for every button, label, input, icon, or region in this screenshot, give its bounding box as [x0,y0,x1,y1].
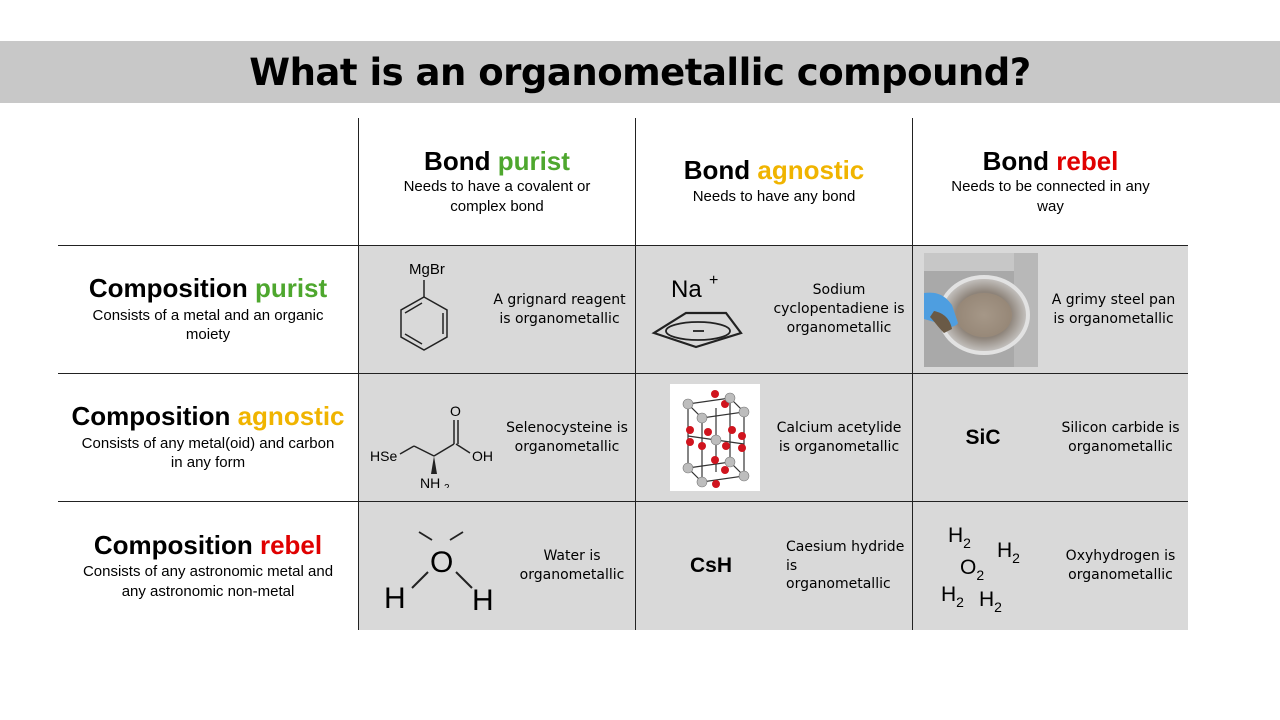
cell-caption: Silicon carbide is organometallic [1061,419,1180,455]
selenocysteine-structure: HSe O OH NH 2 [359,388,499,488]
structure-label-o: O [430,546,453,579]
row-header-word: Composition [71,401,231,432]
structure-label-na: Na [671,276,702,303]
title-bar: What is an organometallic compound? [0,41,1280,103]
cell-silicon-carbide: SiC Silicon carbide is organometallic [912,374,1188,502]
cyclopentadienyl-anion-structure: Na + [636,255,766,365]
structure-label-h: H [472,584,494,616]
cell-water: O H H Water is organometallic [358,502,635,630]
structure-label-nh: NH [420,475,440,488]
column-header-bond-purist: Bond purist Needs to have a covalent or … [358,118,635,246]
column-header-description: Needs to have a covalent or complex bond [403,178,591,215]
gas-molecules-formulas: H2 H2 O2 H2 H2 [913,511,1053,621]
structure-label-hse: HSe [370,448,397,464]
cell-calcium-acetylide: Calcium acetylide is organometallic [635,374,912,502]
structure-label-charge: + [709,272,718,289]
structure-label-oh: OH [472,448,493,464]
cell-caesium-hydride: CsH Caesium hydride is organometallic [635,502,912,630]
column-header-word: Bond [683,155,751,186]
column-header-word: Bond [982,145,1050,176]
formula-h2: H2 [979,588,1002,615]
water-molecule-structure: O H H [359,516,509,616]
phenyl-magnesium-bromide-structure: MgBr [359,255,484,365]
column-header-qualifier: purist [497,145,570,176]
corner-cell [58,118,358,246]
formula-sic: SiC [965,425,1001,449]
cell-caption: Caesium hydride is organometallic [786,538,905,593]
page-title: What is an organometallic compound? [249,50,1031,94]
row-header-qualifier: agnostic [237,401,345,432]
column-header-bond-rebel: Bond rebel Needs to be connected in any … [912,118,1188,246]
column-header-description: Needs to be connected in any way [951,178,1150,215]
cell-grignard-reagent: MgBr A grignard reagent is organometalli… [358,246,635,374]
crystal-lattice-model [636,384,766,491]
formula-o2: O2 [960,556,984,583]
cell-oxyhydrogen: H2 H2 O2 H2 H2 Oxyhydrogen is organometa… [912,502,1188,630]
cell-caption: Water is organometallic [519,548,625,583]
formula-h2: H2 [941,583,964,610]
structure-label-o: O [450,403,461,419]
row-header-composition-agnostic: Composition agnostic Consists of any met… [58,374,358,502]
cell-caption: Sodium cyclopentadiene is organometallic [773,282,905,336]
row-header-description: Consists of a metal and an organic moiet… [92,306,324,344]
column-header-word: Bond [424,145,491,176]
column-header-qualifier: rebel [1056,145,1119,176]
row-header-composition-rebel: Composition rebel Consists of any astron… [58,502,358,630]
row-header-qualifier: rebel [259,529,323,560]
cell-caption: Calcium acetylide is organometallic [776,419,902,455]
row-header-word: Composition [93,529,253,560]
structure-label-mgbr: MgBr [409,261,445,278]
formula-h2: H2 [997,539,1020,566]
cell-caption: Selenocysteine is organometallic [506,419,628,455]
steel-pan-photo [913,252,1039,367]
column-header-bond-agnostic: Bond agnostic Needs to have any bond [635,118,912,246]
cell-caption: Oxyhydrogen is organometallic [1065,548,1176,583]
cell-grimy-steel-pan: A grimy steel pan is organometallic [912,246,1188,374]
organometallic-matrix: Bond purist Needs to have a covalent or … [58,118,1188,630]
cell-caption: A grignard reagent is organometallic [493,291,626,327]
column-header-description: Needs to have any bond [692,188,856,206]
structure-label-subscript: 2 [444,483,450,488]
cell-caption: A grimy steel pan is organometallic [1051,291,1176,327]
formula-csh: CsH [689,554,732,577]
row-header-word: Composition [88,273,248,304]
row-header-description: Consists of any astronomic metal and any… [82,563,334,600]
cell-selenocysteine: HSe O OH NH 2 Selenocysteine is organome… [358,374,635,502]
cell-sodium-cyclopentadiene: Na + Sodium cyclopentadiene is organomet… [635,246,912,374]
row-header-composition-purist: Composition purist Consists of a metal a… [58,246,358,374]
row-header-description: Consists of any metal(oid) and carbon in… [81,434,335,472]
column-header-qualifier: agnostic [757,155,865,186]
row-header-qualifier: purist [254,273,328,304]
formula-h2: H2 [948,524,971,551]
structure-label-h: H [384,582,406,615]
